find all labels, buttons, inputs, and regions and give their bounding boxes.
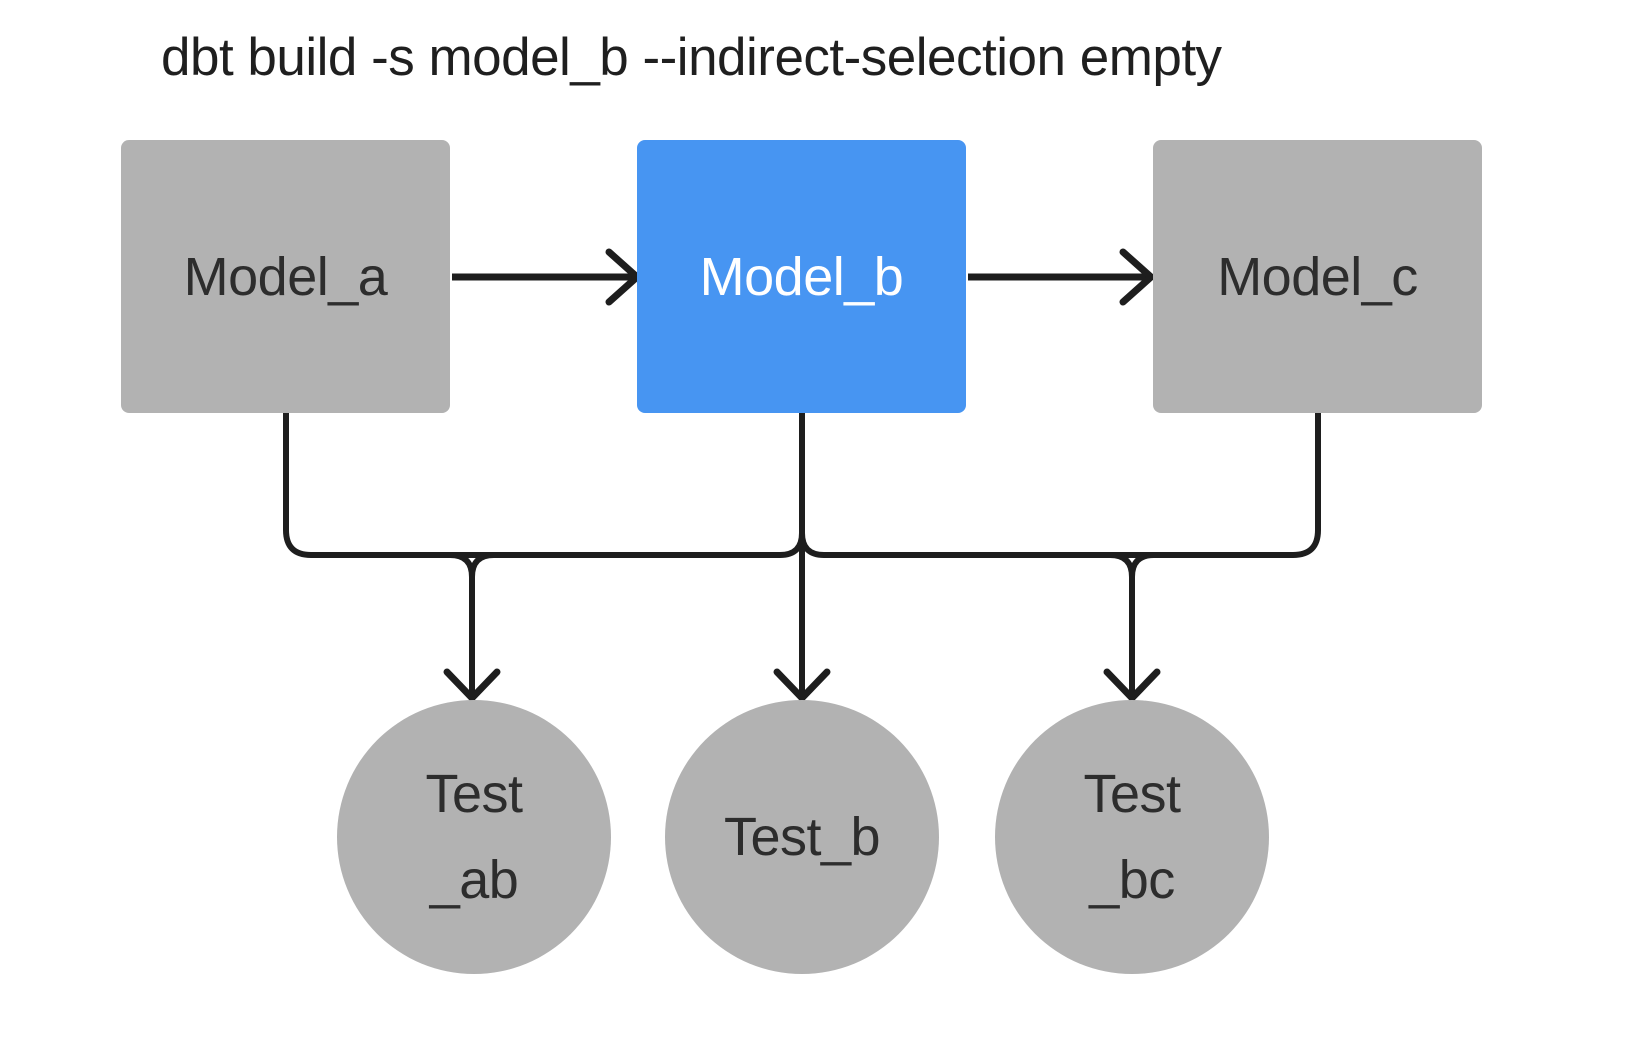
- node-model-c: Model_c: [1153, 140, 1482, 413]
- node-test-b: Test_b: [665, 700, 939, 974]
- node-label-line: Test: [425, 763, 523, 824]
- edge-model-b-to-model-c: [968, 248, 1157, 306]
- arrowhead-down-icon: [773, 668, 831, 704]
- edge-branch-to-test-ab: [443, 552, 501, 704]
- edge-branch-fillet-right: [469, 552, 495, 578]
- edge-bracket-right: [799, 413, 1321, 558]
- node-label: Model_a: [183, 246, 388, 307]
- node-model-a: Model_a: [121, 140, 450, 413]
- arrowhead-down-icon: [1103, 668, 1161, 704]
- edge-bracket-left: [283, 413, 805, 558]
- edge-branch-to-test-bc: [1103, 552, 1161, 704]
- node-label: Model_c: [1217, 246, 1418, 307]
- edge-model-b-to-test-b: [773, 413, 831, 704]
- node-model-b: Model_b: [637, 140, 966, 413]
- arrowhead-down-icon: [443, 668, 501, 704]
- node-label-line: Test_b: [723, 806, 881, 867]
- edge-model-c-to-tests-bracket: [799, 413, 1321, 558]
- edge-model-a-to-tests-bracket: [283, 413, 805, 558]
- edge-model-a-to-model-b: [452, 248, 643, 306]
- node-label-line: _ab: [429, 850, 519, 910]
- node-label: Model_b: [699, 246, 904, 307]
- node-label-line: _bc: [1089, 850, 1175, 910]
- node-test-ab: Test _ab: [337, 700, 611, 974]
- arrowhead-right-icon: [1119, 248, 1157, 306]
- node-test-bc: Test _bc: [995, 700, 1269, 974]
- edge-branch-fillet-right: [1129, 552, 1155, 578]
- diagram-title: dbt build -s model_b --indirect-selectio…: [161, 28, 1222, 87]
- node-label-line: Test: [1083, 763, 1181, 824]
